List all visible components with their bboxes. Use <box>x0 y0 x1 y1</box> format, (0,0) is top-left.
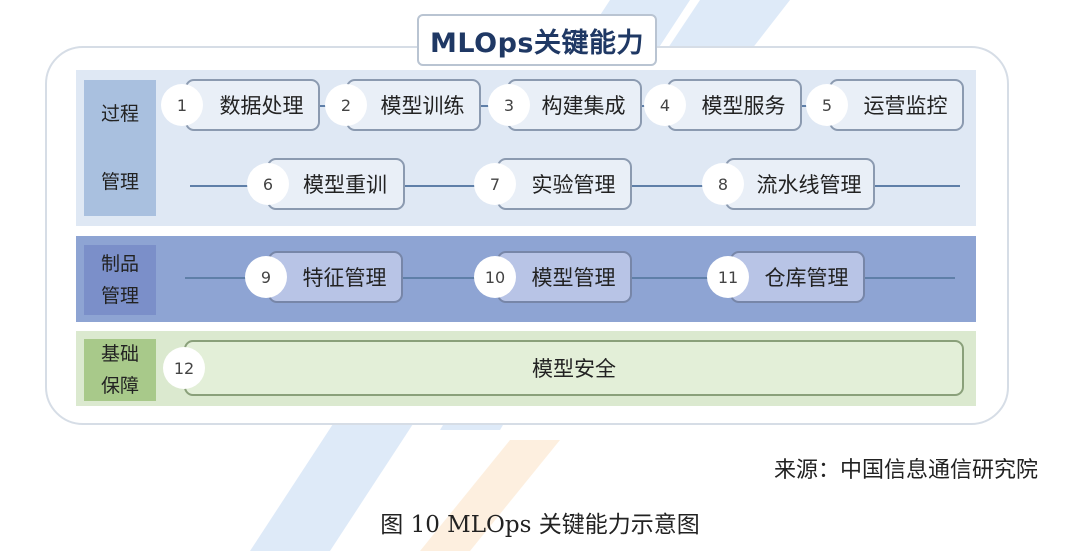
diagram-title: MLOps关键能力 <box>417 14 657 66</box>
foundation-label: 基础 保障 <box>84 339 156 401</box>
step-number-5: 5 <box>806 84 848 126</box>
artifact-number-9: 9 <box>245 256 287 298</box>
step-number-6: 6 <box>247 163 289 205</box>
artifact-management-label: 制品 管理 <box>84 245 156 315</box>
artifact-feature-management: 特征管理 <box>268 251 403 303</box>
step-experiment-management: 实验管理 <box>497 158 632 210</box>
step-data-processing: 数据处理 <box>185 79 320 131</box>
step-model-training: 模型训练 <box>346 79 481 131</box>
source-note: 来源：中国信息通信研究院 <box>773 458 1038 483</box>
foundation-label-line2: 保障 <box>100 375 139 397</box>
artifact-repository-management: 仓库管理 <box>730 251 865 303</box>
artifact-label-line1: 制品 <box>100 253 139 275</box>
step-number-8: 8 <box>702 163 744 205</box>
step-number-2: 2 <box>325 84 367 126</box>
artifact-number-11: 11 <box>707 256 749 298</box>
step-operation-monitoring: 运营监控 <box>829 79 964 131</box>
step-number-7: 7 <box>474 163 516 205</box>
process-label-line2: 管理 <box>100 171 139 193</box>
step-model-serving: 模型服务 <box>667 79 802 131</box>
step-number-1: 1 <box>161 84 203 126</box>
foundation-model-security: 模型安全 <box>184 340 964 396</box>
figure-caption: 图 10 MLOps 关键能力示意图 <box>380 512 700 538</box>
process-management-label: 过程 管理 <box>84 80 156 216</box>
foundation-number-12: 12 <box>163 347 205 389</box>
artifact-label-line2: 管理 <box>100 285 139 307</box>
step-model-retraining: 模型重训 <box>267 158 405 210</box>
process-label-line1: 过程 <box>100 103 139 125</box>
foundation-label-line1: 基础 <box>100 343 139 365</box>
artifact-number-10: 10 <box>474 256 516 298</box>
step-number-4: 4 <box>644 84 686 126</box>
step-pipeline-management: 流水线管理 <box>725 158 875 210</box>
artifact-model-management: 模型管理 <box>497 251 632 303</box>
step-number-3: 3 <box>488 84 530 126</box>
